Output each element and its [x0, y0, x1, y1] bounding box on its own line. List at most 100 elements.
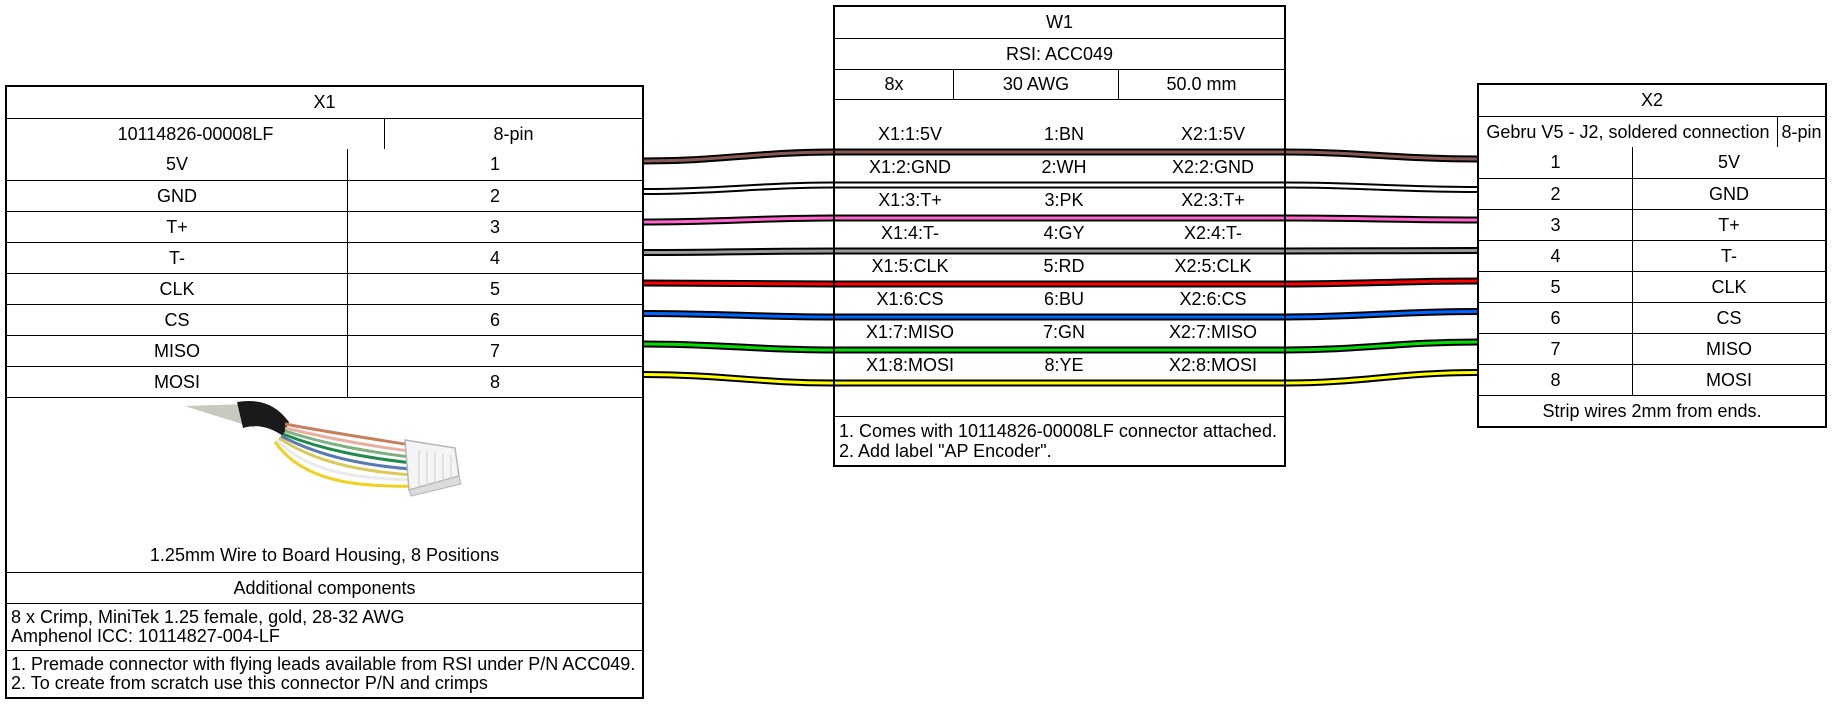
x1-pin-row: MOSI 8 [7, 366, 642, 397]
wire-5 [643, 279, 1478, 286]
w1-wire-to: X2:1:5V [1180, 124, 1246, 144]
x2-title: X2 [1640, 90, 1664, 110]
x2-pin-row: 3 T+ [1479, 209, 1825, 240]
w1-note-line: 2. Add label "AP Encoder". [839, 441, 1052, 461]
w1-title: W1 [1046, 12, 1073, 32]
w1-wire-from: X1:1:5V [877, 124, 943, 144]
x1-pin-number: 8 [347, 367, 642, 397]
x1-additional-header: Additional components [233, 577, 416, 598]
x2-note: Strip wires 2mm from ends. [1542, 400, 1762, 421]
x1-pin-number: 3 [347, 212, 642, 242]
x1-pin-row: T+ 3 [7, 211, 642, 242]
wire-1 [643, 150, 1478, 163]
x1-additional-line: Amphenol ICC: 10114827-004-LF [11, 626, 280, 646]
w1-count: 8x [884, 74, 904, 94]
x2-pin-label: T+ [1632, 210, 1825, 240]
x2-pin-row: 1 5V [1479, 147, 1825, 178]
x1-pin-row: CS 6 [7, 304, 642, 335]
w1-wire-from: X1:4:T- [880, 223, 940, 243]
x1-pin-label: GND [157, 185, 197, 206]
w1-note-line: 1. Comes with 10114826-00008LF connector… [839, 421, 1277, 441]
w1-wire-to: X2:4:T- [1183, 223, 1243, 243]
x2-pin-row: 8 MOSI [1479, 364, 1825, 395]
x1-pin-number: 1 [347, 149, 642, 180]
x2-pin-number: 3 [1550, 214, 1561, 235]
x1-pin-number: 5 [347, 274, 642, 304]
x1-notes: 1. Premade connector with flying leads a… [7, 650, 642, 697]
x2-pin-label: T- [1632, 241, 1825, 271]
x1-additional-components: 8 x Crimp, MiniTek 1.25 female, gold, 28… [7, 603, 642, 650]
w1-wire-color: 6:BU [1043, 289, 1085, 309]
x1-pin-count: 8-pin [384, 119, 642, 149]
w1-gauge: 30 AWG [953, 70, 1118, 99]
x1-pin-label: 5V [165, 154, 189, 174]
x1-pin-row: 5V 1 [7, 149, 642, 180]
x2-pin-count: 8-pin [1777, 117, 1825, 147]
w1-length: 50.0 mm [1118, 70, 1284, 99]
x1-pin-label: MISO [153, 340, 200, 361]
x2-pin-number: 6 [1550, 307, 1561, 328]
x2-pin-label: MOSI [1632, 365, 1825, 395]
wire-8 [643, 371, 1478, 385]
connector-x2: X2 Gebru V5 - J2, soldered connection 8-… [1477, 83, 1827, 428]
x1-part-number: 10114826-00008LF [117, 123, 274, 144]
w1-wire-from: X1:6:CS [876, 289, 944, 309]
w1-wire-from: X1:7:MISO [865, 322, 955, 342]
x2-pin-number: 8 [1550, 369, 1561, 390]
wire-3 [643, 216, 1478, 224]
w1-wire-color: 1:BN [1043, 124, 1085, 144]
x2-pin-number: 4 [1550, 245, 1561, 266]
x1-pin-label: T- [169, 247, 185, 268]
w1-wire-to: X2:3:T+ [1181, 190, 1245, 210]
w1-rsi: RSI: ACC049 [1005, 43, 1114, 64]
x1-image-caption: 1.25mm Wire to Board Housing, 8 Position… [149, 545, 500, 565]
x1-pin-label: CLK [159, 278, 195, 299]
x2-pin-label: 5V [1632, 147, 1825, 178]
w1-wire-from: X1:3:T+ [878, 190, 942, 210]
x1-note-line: 2. To create from scratch use this conne… [11, 673, 488, 693]
w1-wire-color: 8:YE [1044, 355, 1084, 375]
x2-pin-number: 7 [1550, 338, 1561, 359]
x1-pin-row: MISO 7 [7, 335, 642, 366]
w1-wire-color: 3:PK [1044, 190, 1084, 210]
x1-pin-label: CS [164, 309, 190, 330]
w1-wire-to: X2:6:CS [1179, 289, 1247, 309]
x2-pin-row: 7 MISO [1479, 333, 1825, 364]
x1-additional-line: 8 x Crimp, MiniTek 1.25 female, gold, 28… [11, 607, 405, 627]
w1-wire-color: 7:GN [1042, 322, 1085, 342]
w1-notes: 1. Comes with 10114826-00008LF connector… [839, 421, 1277, 461]
w1-wire-to: X2:2:GND [1171, 157, 1255, 177]
x1-pin-row: CLK 5 [7, 273, 642, 304]
w1-wire-from: X1:5:CLK [871, 256, 949, 276]
connector-photo [185, 400, 462, 497]
x2-pin-row: 4 T- [1479, 240, 1825, 271]
wire-2 [643, 183, 1478, 193]
x1-pin-row: GND 2 [7, 180, 642, 211]
x1-pin-label: T+ [166, 216, 188, 237]
x2-pin-label: MISO [1632, 334, 1825, 364]
w1-wire-from: X1:8:MOSI [865, 355, 955, 375]
x1-pin-number: 7 [347, 336, 642, 366]
wire-6 [643, 310, 1478, 319]
x1-pin-number: 2 [347, 181, 642, 211]
w1-wire-to: X2:5:CLK [1174, 256, 1252, 276]
x1-pin-label: MOSI [153, 371, 200, 392]
x1-pin-number: 6 [347, 305, 642, 335]
x1-image-section: 1.25mm Wire to Board Housing, 8 Position… [7, 397, 642, 572]
cable-w1: W1 RSI: ACC049 8x 30 AWG 50.0 mm 1. Come… [833, 5, 1286, 467]
x2-pin-number: 5 [1550, 276, 1561, 297]
x2-description: Gebru V5 - J2, soldered connection [1486, 121, 1770, 142]
x1-title: X1 [313, 92, 336, 112]
x1-pin-row: T- 4 [7, 242, 642, 273]
x2-pin-number: 1 [1550, 152, 1561, 172]
x1-pin-number: 4 [347, 243, 642, 273]
x1-note-line: 1. Premade connector with flying leads a… [11, 654, 636, 674]
w1-wire-color: 5:RD [1043, 256, 1085, 276]
w1-wire-color: 2:WH [1041, 157, 1087, 177]
w1-wire-from: X1:2:GND [868, 157, 952, 177]
